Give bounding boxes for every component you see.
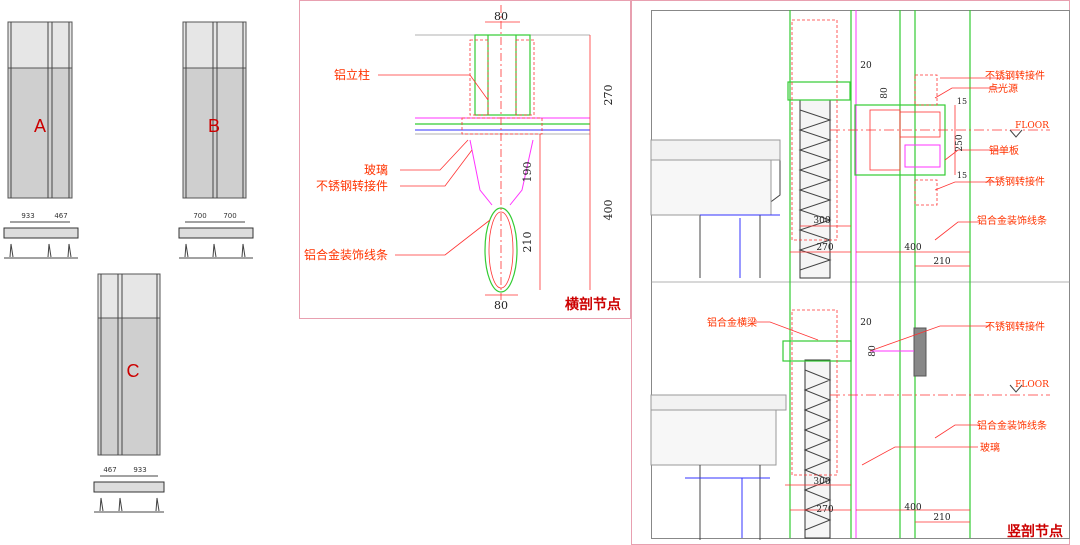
dim-lower-210: 210	[933, 513, 950, 523]
panel-c-dim-2: 933	[133, 466, 146, 474]
elevation-panel-b: B 700 700	[178, 21, 254, 259]
dim-upper-20: 20	[860, 61, 872, 71]
horizontal-section-title: 横剖节点	[565, 296, 621, 313]
dim-upper-270: 270	[816, 243, 833, 253]
dim-190: 190	[521, 162, 534, 183]
dim-400: 400	[602, 200, 615, 221]
label-trim-upper: 铝合金装饰线条	[977, 214, 1047, 227]
dim-upper-15a: 15	[957, 97, 967, 106]
dim-upper-250: 250	[955, 134, 965, 151]
vertical-section: 不锈钢转接件 点光源 FLOOR 铝单板 不锈钢转接件 铝合金装饰线条 20 8…	[631, 0, 1070, 545]
vertical-section-title: 竖剖节点	[1007, 523, 1063, 540]
panel-a-dim-1: 933	[21, 212, 34, 220]
panel-b-dim-2: 700	[223, 212, 236, 220]
label-transom: 铝合金横梁	[707, 316, 757, 329]
panel-c-label: C	[127, 361, 140, 381]
label-connector-top: 不锈钢转接件	[985, 69, 1045, 82]
panel-a-dim-2: 467	[54, 212, 67, 220]
label-glass-lower: 玻璃	[980, 441, 1000, 454]
dim-lower-270: 270	[816, 505, 833, 515]
dim-210: 210	[521, 232, 534, 253]
dim-upper-400: 400	[904, 243, 921, 253]
label-floor-upper: FLOOR	[1015, 121, 1049, 131]
dim-lower-300: 300	[813, 477, 830, 487]
dim-lower-20: 20	[860, 318, 872, 328]
elevation-panel-a: A 933 467	[3, 21, 79, 259]
dim-270: 270	[602, 85, 615, 106]
label-mullion: 铝立柱	[334, 67, 370, 82]
dim-upper-15b: 15	[957, 171, 967, 180]
dim-top-width: 80	[494, 10, 508, 23]
dim-lower-400: 400	[904, 503, 921, 513]
elevation-panel-c: C 467 933	[93, 273, 165, 513]
label-connector-lower: 不锈钢转接件	[985, 320, 1045, 333]
dim-upper-210: 210	[933, 257, 950, 267]
label-aluminum-panel: 铝单板	[989, 144, 1019, 157]
dim-lower-80: 80	[868, 345, 878, 357]
horizontal-section: 80 270 400 190 210 80 铝立柱 玻璃 不锈钢转接件 铝合金装…	[299, 0, 631, 319]
label-light-source: 点光源	[988, 82, 1018, 95]
panel-a-label: A	[34, 116, 46, 136]
panel-b-dim-1: 700	[193, 212, 206, 220]
dim-upper-300: 300	[813, 216, 830, 226]
label-connector: 不锈钢转接件	[316, 178, 388, 193]
label-trim: 铝合金装饰线条	[304, 247, 388, 262]
dim-bottom-width: 80	[494, 299, 508, 312]
dim-upper-80: 80	[880, 87, 890, 99]
label-floor-lower: FLOOR	[1015, 380, 1049, 390]
panel-c-dim-1: 467	[103, 466, 116, 474]
panel-b-label: B	[208, 116, 220, 136]
label-trim-lower: 铝合金装饰线条	[977, 419, 1047, 432]
label-connector-bottom: 不锈钢转接件	[985, 175, 1045, 188]
label-glass: 玻璃	[364, 163, 388, 177]
